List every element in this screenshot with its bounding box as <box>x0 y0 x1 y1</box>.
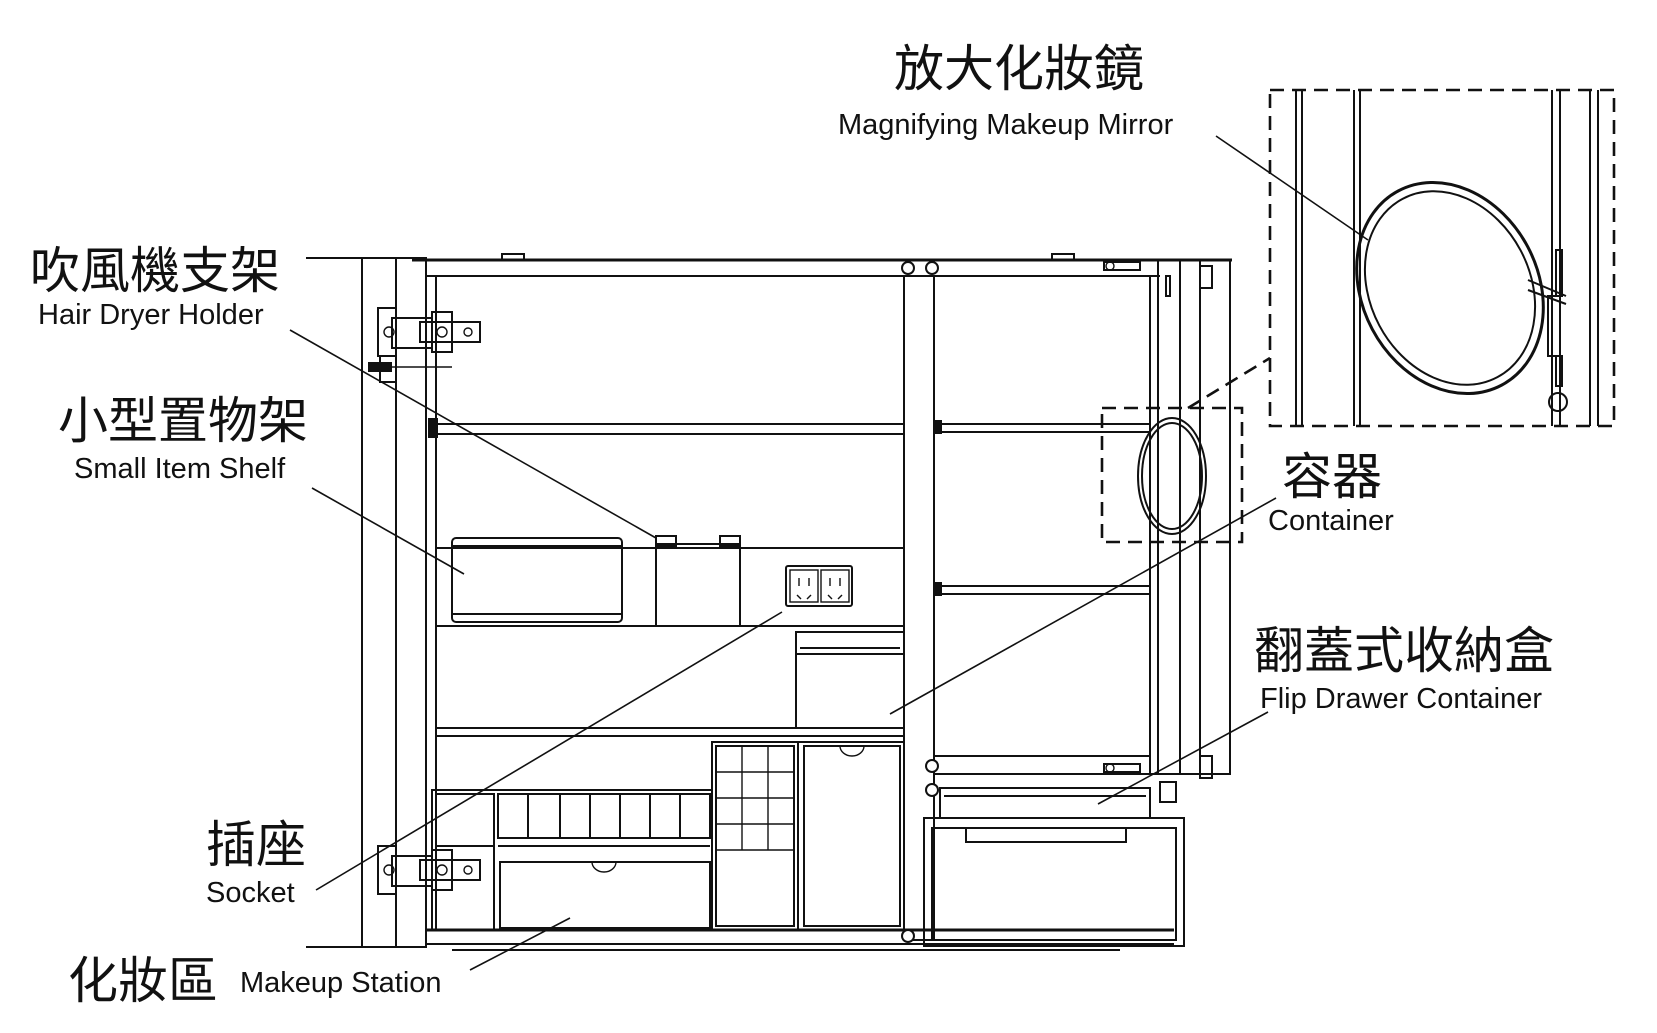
bottom-hinge <box>377 845 481 895</box>
mirror-zoom-inset <box>1268 88 1616 428</box>
container-box <box>795 631 905 729</box>
leader-hair-dryer <box>289 329 657 539</box>
leader-socket <box>315 611 783 891</box>
leader-makeup-station <box>469 917 571 971</box>
zoom-callout-box <box>1100 406 1244 544</box>
leader-lines <box>289 135 1369 971</box>
socket-label-cn: 插座 <box>206 816 306 874</box>
small-shelf-label-cn: 小型置物架 <box>58 392 308 450</box>
flip-drawer-label-en: Flip Drawer Container <box>1260 683 1542 715</box>
flip-drawer-label-cn: 翻蓋式收納盒 <box>1254 622 1554 680</box>
right-compartment <box>934 420 1150 757</box>
makeup-station-label-cn: 化妝區 <box>68 952 218 1010</box>
socket-label-en: Socket <box>206 877 295 909</box>
leader-container <box>889 497 1277 715</box>
zoom-callout-connector <box>1187 356 1271 410</box>
container-label-en: Container <box>1268 505 1394 537</box>
socket <box>785 565 853 607</box>
leader-mirror <box>1215 135 1369 241</box>
flip-drawer-container <box>923 781 1185 947</box>
hair-dryer-label-cn: 吹風機支架 <box>30 242 280 300</box>
hair-dryer-label-en: Hair Dryer Holder <box>38 299 264 331</box>
leader-flip-drawer <box>1097 711 1269 805</box>
small-shelf-label-en: Small Item Shelf <box>74 453 286 485</box>
makeup-station <box>431 741 905 931</box>
container-label-cn: 容器 <box>1282 448 1382 506</box>
left-door-panel <box>306 257 427 948</box>
makeup-station-label-en: Makeup Station <box>240 967 442 999</box>
mirror-label-en: Magnifying Makeup Mirror <box>838 109 1174 141</box>
hair-dryer-holder <box>655 535 741 627</box>
small-mirror <box>1137 417 1207 535</box>
left-compartment <box>428 418 904 791</box>
top-hinge <box>368 307 481 383</box>
small-item-box <box>451 537 623 623</box>
leader-small-shelf <box>311 487 465 575</box>
mirror-label-cn: 放大化妝鏡 <box>894 40 1144 98</box>
